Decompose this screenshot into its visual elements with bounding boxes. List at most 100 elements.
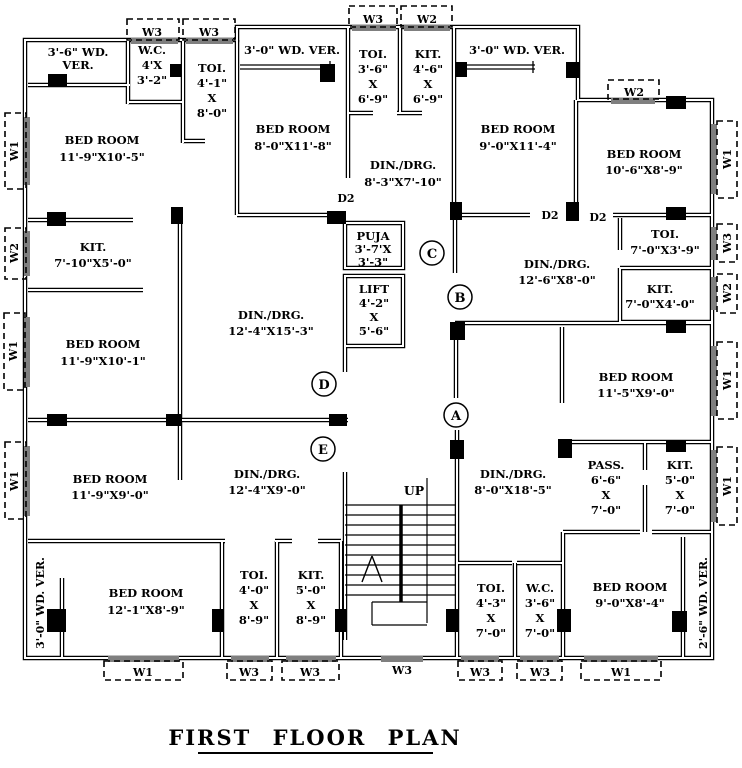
grid-marker-b-circle [447, 284, 473, 310]
window-dash-frame [716, 120, 738, 199]
window-label: W3 [141, 26, 162, 39]
window-glass [352, 25, 396, 31]
window-glass [24, 317, 30, 387]
grid-marker-d-circle [311, 371, 337, 397]
grid-marker-e-circle [310, 436, 336, 462]
window-dash-frame [716, 446, 738, 526]
room-label-din-n: DIN./DRG.8'-3"X7'-10" [364, 158, 442, 189]
grid-marker-c-circle [419, 240, 445, 266]
door-blocks [47, 62, 687, 632]
wall-block [171, 207, 183, 224]
window-dash-frame [400, 5, 453, 28]
door-label-d2: D2 [337, 192, 354, 205]
window-label: W3 [362, 13, 383, 26]
window-glass [461, 656, 499, 662]
title-block: FIRST FLOOR PLAN [168, 725, 460, 754]
window-label: W2 [8, 243, 21, 264]
wall-block [47, 414, 67, 426]
window-dash-frame [3, 312, 26, 391]
window-label: W1 [8, 471, 21, 492]
window-glass [286, 656, 336, 662]
window-markers: W3 W3 W3 W2 W2 W1 W2 W1 W1 W1 W3 W2 [3, 5, 738, 681]
grid-marker-b: B [455, 291, 466, 306]
window-glass [711, 277, 717, 310]
window-glass [24, 117, 30, 185]
wall-block [320, 64, 335, 82]
window-label: W3 [299, 666, 320, 679]
room-label-din-center: DIN./DRG.12'-4"X15'-3" [228, 308, 314, 338]
wall-block [566, 62, 579, 78]
window-label: W3 [529, 666, 550, 679]
room-label-ver-top-mid: 3'-0" WD. VER. [244, 43, 340, 57]
wall-block [666, 440, 686, 452]
room-label-din-s: DIN./DRG.8'-0"X18'-5" [474, 467, 552, 497]
window-label: W1 [610, 666, 631, 679]
grid-marker-c: C [427, 247, 437, 262]
staircase: UP [345, 478, 455, 626]
window-dash-frame [716, 223, 738, 263]
wall-block [566, 202, 579, 221]
window-label: W3 [198, 26, 219, 39]
wall-block [455, 62, 467, 77]
room-label-ver-left: 3'-0" WD. VER. [34, 557, 47, 649]
wall-block [166, 414, 182, 426]
window-glass [711, 124, 717, 194]
window-label: W1 [721, 370, 734, 391]
window-dash-frame [126, 18, 180, 41]
room-label-ver-right: 2'-6" WD. VER. [697, 557, 710, 649]
wall-block [666, 320, 686, 333]
window-glass [108, 656, 179, 662]
wall-block [47, 212, 66, 226]
window-dash-frame [580, 660, 662, 681]
wall-block [446, 609, 458, 632]
window-label: W1 [8, 141, 21, 162]
wall-block [450, 322, 465, 340]
grid-marker-e: E [318, 443, 328, 458]
window-label: W3 [391, 664, 412, 677]
window-label: W1 [721, 476, 734, 497]
window-dash-frame [716, 341, 738, 420]
door-label-d2: D2 [541, 209, 558, 222]
window-label: W3 [469, 666, 490, 679]
wall-block [557, 609, 571, 632]
wall-block [672, 611, 687, 632]
stair-up-label: UP [404, 483, 425, 498]
window-label: W2 [623, 86, 644, 99]
room-label-ver-top-left: 3'-6" WD.VER. [48, 45, 109, 72]
wall-block [335, 609, 347, 632]
wall-block [666, 96, 686, 109]
window-dash-frame [281, 660, 340, 681]
stair-up-arrow [361, 555, 383, 583]
grid-marker-a-circle [443, 402, 469, 428]
room-label-ver-top-right: 3'-0" WD. VER. [469, 43, 565, 57]
door-labels: D2 D2 D2 [337, 192, 606, 224]
window-glass [404, 25, 450, 31]
window-glass [131, 38, 178, 44]
window-dash-frame [4, 441, 27, 520]
room-label-din-sw: DIN./DRG.12'-4"X9'-0" [228, 467, 306, 497]
window-label: W1 [132, 666, 153, 679]
window-glass [24, 231, 30, 276]
grid-marker-a: A [450, 409, 462, 424]
room-label-din-e: DIN./DRG.12'-6"X8'-0" [518, 257, 596, 287]
window-glass [584, 656, 658, 662]
window-label: W3 [238, 666, 259, 679]
window-glass [520, 656, 559, 662]
window-dash-frame [226, 660, 273, 681]
window-glass [381, 656, 423, 662]
wall-block [48, 74, 67, 87]
